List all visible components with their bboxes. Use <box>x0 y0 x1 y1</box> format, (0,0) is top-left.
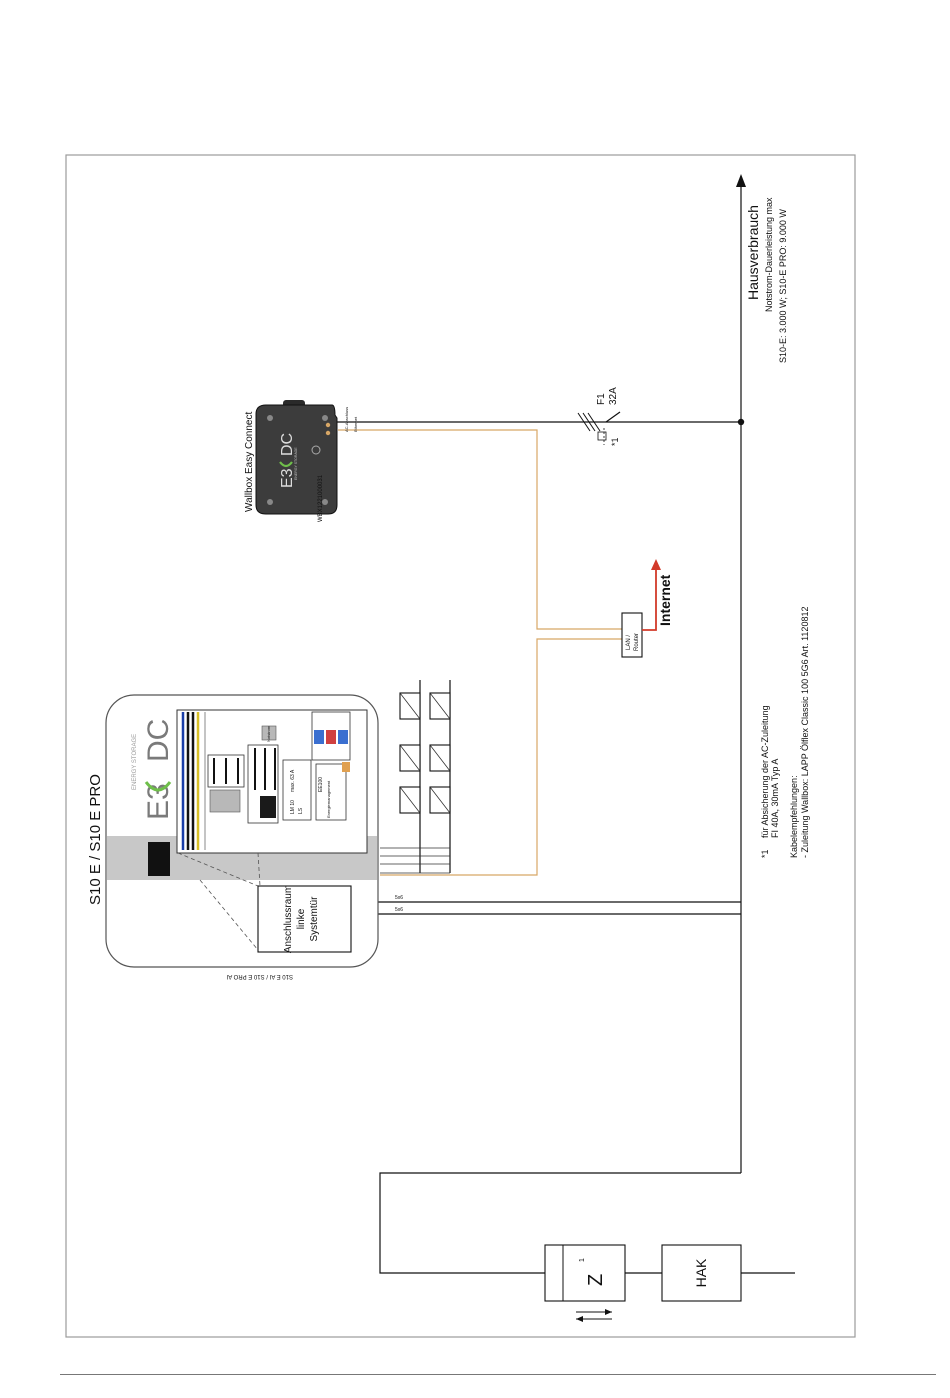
internet-arrow <box>651 559 661 570</box>
zoom-line <box>257 852 261 887</box>
compartment-line1: Anschlussraum <box>283 885 294 953</box>
cable-line: - Zuleitung Wallbox: LAPP Ölflex Classic… <box>800 607 810 858</box>
hak-label: HAK <box>693 1258 709 1287</box>
inner-label-notstrom: Notstrom <box>266 725 271 742</box>
diagram-frame <box>65 154 856 1338</box>
wallbox: E3 DC ENERGY STORAGE Wallbox Easy Connec… <box>244 400 358 522</box>
zoom-line <box>177 852 259 887</box>
wallbox-body <box>255 404 338 515</box>
inner-label-ee: EE100 <box>318 777 324 792</box>
system-display <box>148 842 170 876</box>
compartment-line2: linke <box>296 908 307 929</box>
system-title: S10 E / S10 E PRO <box>87 774 104 905</box>
compartment-line3: Systemtür <box>309 896 320 942</box>
wallbox-logo-swoosh <box>279 461 293 468</box>
wallbox-brand-tag: ENERGY STORAGE <box>294 447 298 480</box>
note-1-line2: FI 40A, 30mA Typ A <box>770 759 780 838</box>
system-logo-swoosh <box>144 781 172 792</box>
storage-system: S10 E / S10 E PRO E3 DC ENERGY STORAGE <box>87 694 379 979</box>
inner-label-em: Energiemanagement <box>326 780 331 818</box>
router-line1: LAN / <box>626 635 632 650</box>
inner-label-max: max. 63 A <box>290 769 296 792</box>
page-footer-rule <box>60 1374 936 1375</box>
lan-cable-system <box>380 638 622 876</box>
router-box <box>621 612 643 658</box>
pv-strings <box>380 680 451 874</box>
wallbox-brand-dc: DC <box>279 433 296 456</box>
inner-label-lm: LM 10 <box>290 800 296 814</box>
wallbox-brand-e3: E3 <box>279 468 296 488</box>
internet-link <box>642 566 657 631</box>
meter: Z 1 <box>544 1244 626 1322</box>
meter-label: Z <box>585 1274 607 1286</box>
ee100-module <box>315 763 347 821</box>
internet-label: Internet <box>657 574 673 626</box>
fuse-name: F1 <box>596 393 607 405</box>
note-1-marker: *1 <box>760 849 770 858</box>
wire-label-grid: 5x6 <box>395 907 403 913</box>
system-model-code: S10 E AI / S10 E PRO AI <box>226 973 293 979</box>
fuse-f1: F1 32A *1 <box>577 387 621 446</box>
system-brand-tag: ENERGY STORAGE <box>132 734 138 790</box>
wallbox-port-lan: Ethernet <box>353 416 358 432</box>
meter-index: 1 <box>579 1258 586 1262</box>
cable-heading: Kabelempfehlungen: <box>789 775 799 858</box>
lan-cable-wallbox <box>338 429 622 630</box>
house-arrow <box>736 174 746 187</box>
fuse-note-ref: *1 <box>610 437 620 446</box>
energy-meter-module <box>282 759 312 821</box>
router: LAN / Router Internet <box>621 559 673 658</box>
house-note-line2: S10-E: 3.000 W; S10-E PRO: 9.000 W <box>778 209 788 363</box>
wallbox-serial: WBX1221000031 <box>318 474 324 522</box>
wires <box>335 174 795 1274</box>
meter-loop-wire <box>379 1172 741 1274</box>
inner-label-ls: LS <box>298 807 304 814</box>
fuse-rating: 32A <box>608 387 619 405</box>
wire-label-house: 5x6 <box>395 895 403 901</box>
system-brand-dc: DC <box>142 719 175 762</box>
junction-dot <box>737 418 745 426</box>
hak: HAK <box>661 1244 742 1302</box>
lan-cables <box>338 429 622 914</box>
wallbox-title: Wallbox Easy Connect <box>244 412 255 512</box>
router-line2: Router <box>634 633 640 651</box>
connection-compartment <box>257 885 352 953</box>
house-labels: Hausverbrauch Notstrom-Dauerleistung max… <box>745 197 788 363</box>
hak-box <box>661 1244 742 1302</box>
notes: *1 für Absicherung der AC-Zuleitung FI 4… <box>760 607 810 858</box>
zoom-line <box>199 879 259 951</box>
house-label: Hausverbrauch <box>745 205 761 300</box>
house-note-line1: Notstrom-Dauerleistung max <box>764 197 774 312</box>
wallbox-port-power: AC-Anschluss <box>344 407 349 432</box>
note-1-line1: für Absicherung der AC-Zuleitung <box>760 705 770 838</box>
meter-box <box>544 1244 626 1302</box>
